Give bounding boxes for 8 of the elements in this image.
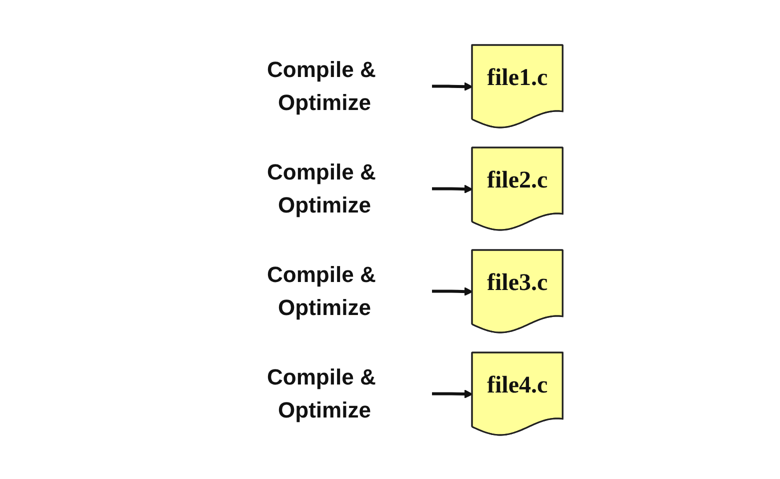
node-text: Compile & Optimize [267,364,376,422]
arrow [432,389,474,398]
node-text: Compile & Optimize [267,262,376,320]
arrow [432,184,474,193]
arrow [432,286,474,296]
arrow [432,82,474,90]
node-text: Compile & Optimize [267,159,376,218]
node-text: Compile & Optimize [267,56,376,115]
